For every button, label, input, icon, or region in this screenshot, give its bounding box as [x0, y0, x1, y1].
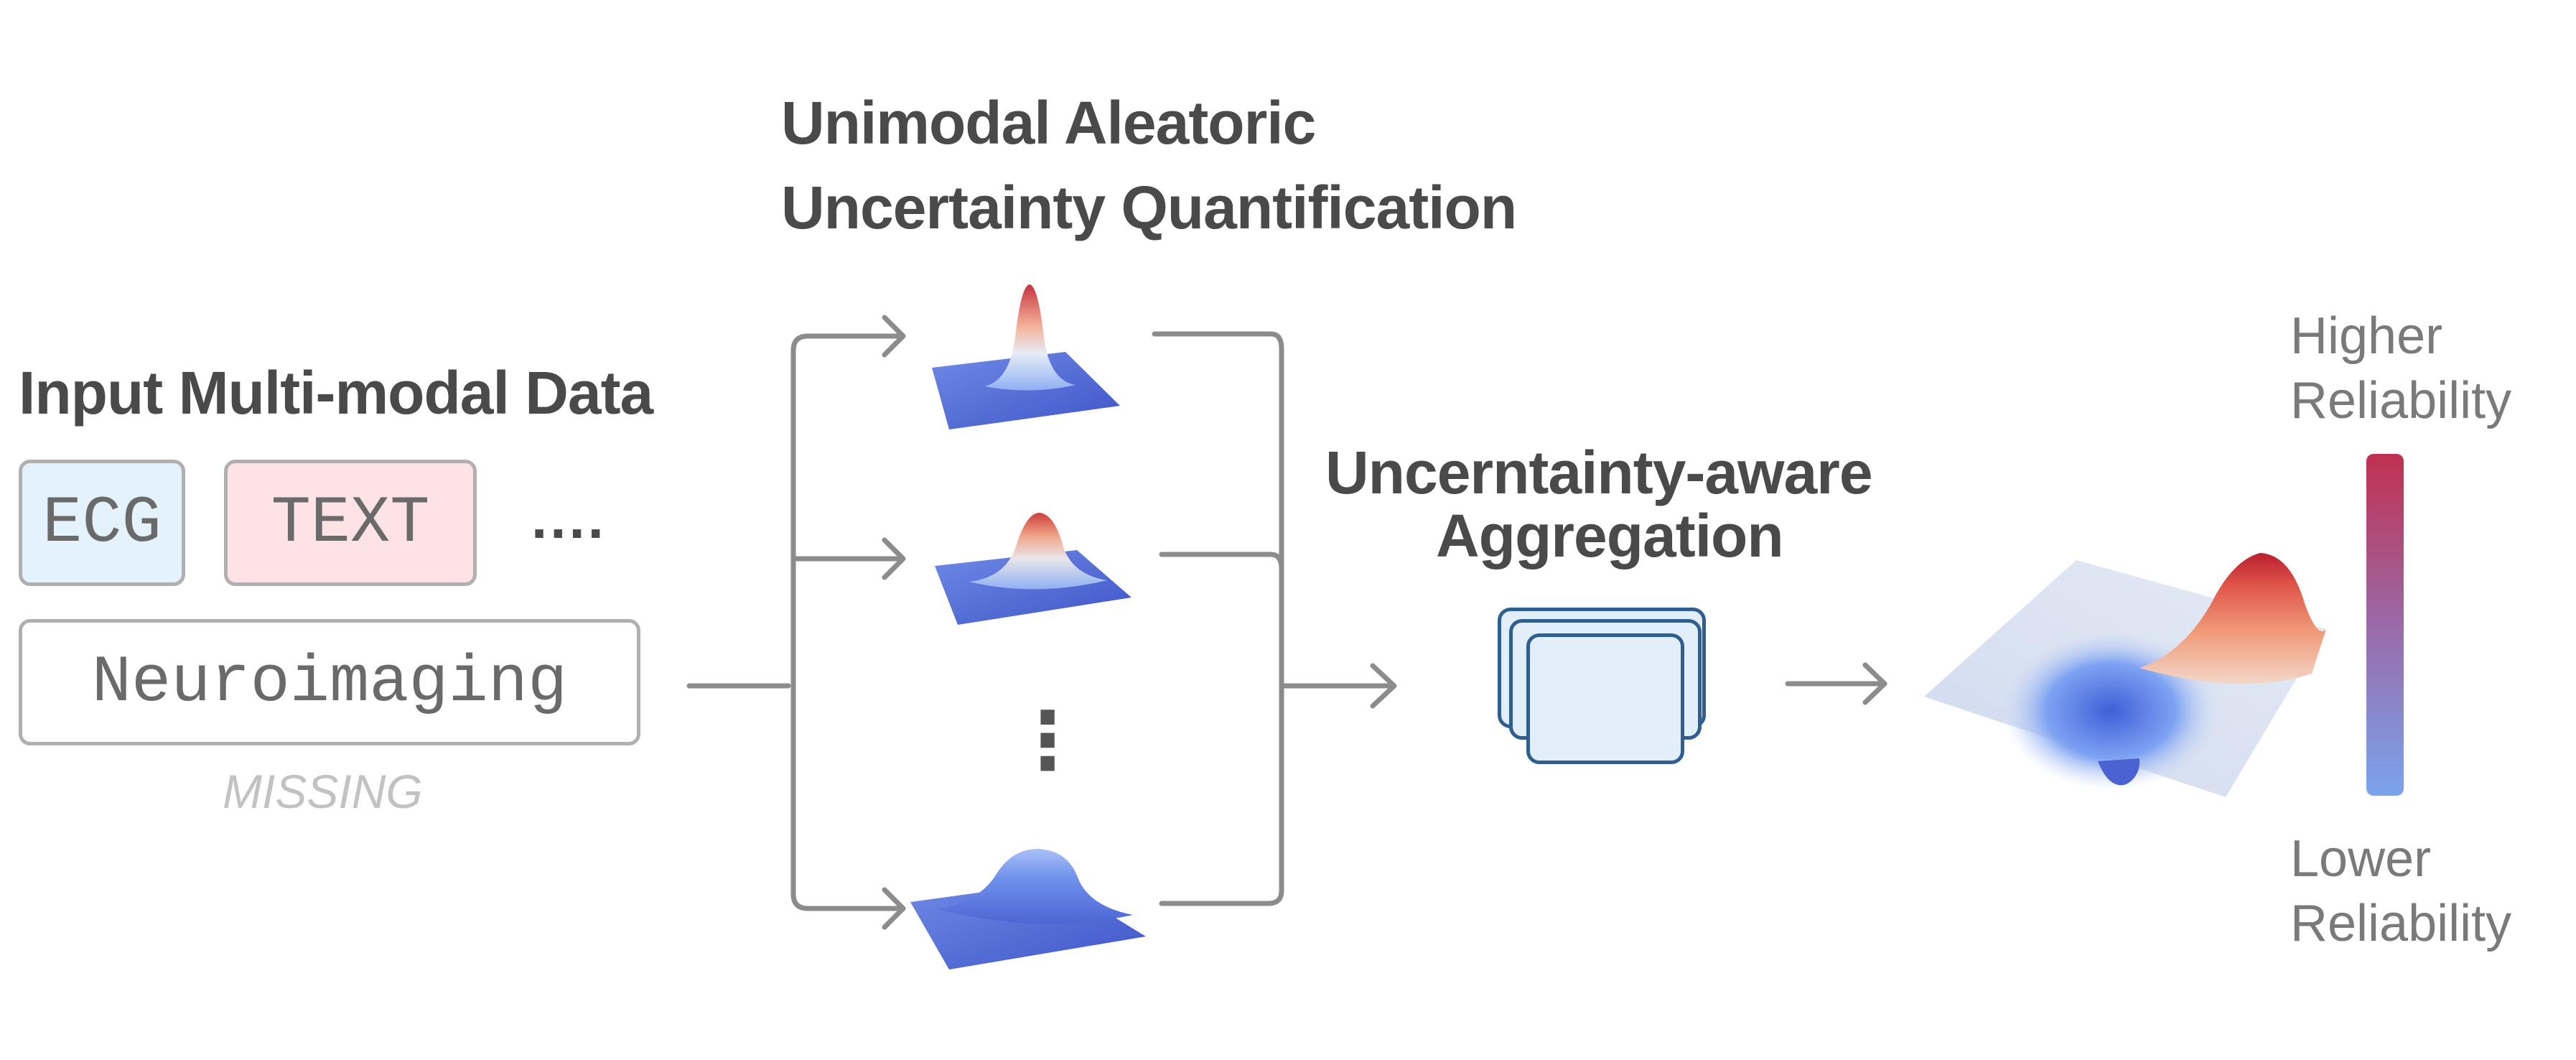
unimodal-heading-line2: Uncertainty Quantification	[781, 174, 1517, 241]
neuroimaging-box: Neuroimaging	[19, 619, 640, 745]
vertical-ellipsis: ⋮	[1008, 697, 1087, 785]
missing-label: MISSING	[223, 765, 423, 818]
ecg-box: ECG	[19, 460, 185, 586]
right-bracket	[1152, 331, 1396, 906]
text-box: TEXT	[224, 460, 477, 586]
branch-arrow-3	[882, 887, 906, 930]
aggregation-heading-line2: Aggregation	[1436, 502, 1784, 569]
aggregator-panel-front	[1526, 633, 1684, 764]
uncertainty-surface-2	[935, 513, 1131, 625]
lower-reliability-line2: Reliability	[2290, 895, 2512, 952]
aggregation-heading-line1: Uncerntainty-aware	[1325, 439, 1873, 506]
higher-reliability-line2: Reliability	[2290, 372, 2512, 429]
more-modalities-ellipsis: ....	[531, 486, 607, 550]
reliability-surface	[1924, 553, 2326, 797]
ecg-label: ECG	[42, 485, 162, 561]
text-label: TEXT	[271, 485, 430, 561]
left-bracket	[790, 333, 905, 911]
lower-reliability-line1: Lower	[2290, 830, 2432, 888]
output-arrowhead	[1862, 662, 1887, 705]
reliability-colorbar	[2366, 454, 2404, 796]
neuroimaging-label: Neuroimaging	[91, 644, 568, 720]
input-heading: Input Multi-modal Data	[19, 359, 653, 427]
higher-reliability-line1: Higher	[2290, 307, 2443, 365]
aggregate-arrowhead	[1370, 663, 1397, 709]
aggregator-stack	[1498, 608, 1713, 766]
uncertainty-surface-3	[910, 849, 1146, 970]
branch-arrow-2	[882, 537, 906, 580]
branch-arrow-1	[882, 315, 906, 358]
unimodal-heading-line1: Unimodal Aleatoric	[781, 89, 1316, 157]
uncertainty-surface-1	[932, 284, 1120, 429]
